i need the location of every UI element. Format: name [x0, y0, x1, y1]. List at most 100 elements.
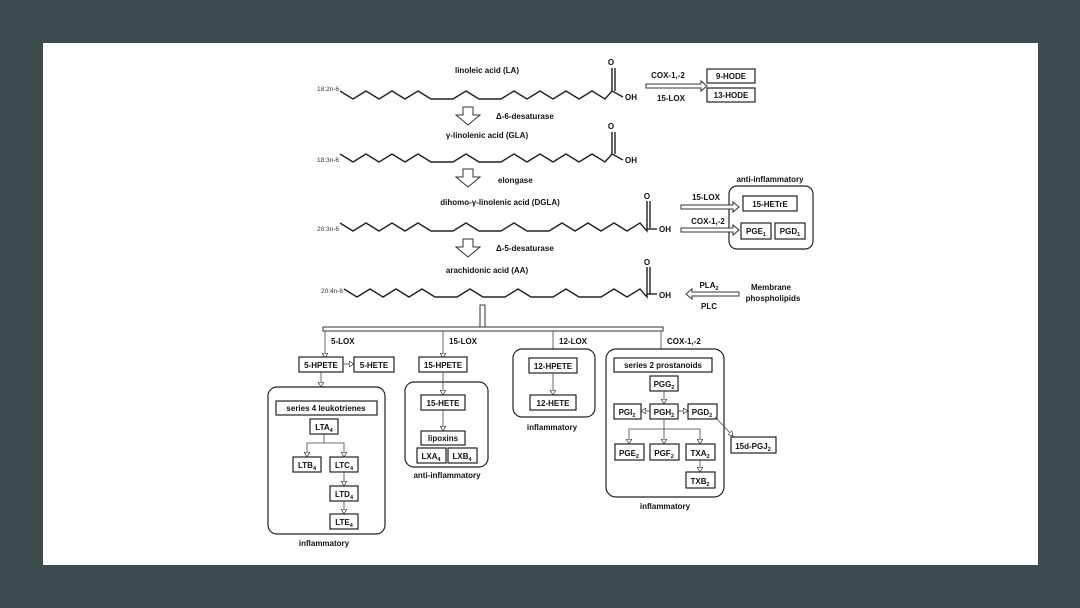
la-o: O: [608, 58, 614, 67]
box-pge2: [614, 443, 645, 461]
box-13-hode: [706, 87, 756, 103]
label-txb2: TXB2: [690, 477, 709, 488]
enzyme-5lox: 5-LOX: [331, 337, 355, 346]
cox-branch: series 2 prostanoids PGG2 PGH2 PGI2 PGD2…: [605, 348, 777, 511]
arrow-to-txa2: [664, 428, 700, 444]
la-enzyme-bottom: 15-LOX: [657, 94, 686, 103]
label-15-hete: 15-HETE: [427, 399, 461, 408]
dgla-products: anti-inflammatory 15-LOX COX-1,-2 15-HET…: [680, 175, 814, 250]
box-pge1: [740, 222, 772, 240]
label-pgf2: PGF2: [654, 449, 674, 460]
dgla-name: dihomo-γ-linolenic acid (DGLA): [440, 198, 560, 207]
membrane-arrow: [685, 287, 740, 301]
box-9-hode: [706, 68, 756, 84]
arrow-to-pge2: [629, 419, 665, 444]
la-product-arrow: [645, 79, 708, 93]
label-12-hete: 12-HETE: [537, 399, 571, 408]
box-12-hete: [529, 394, 577, 411]
label-12-hpete: 12-HPETE: [534, 362, 573, 371]
membrane-enzyme-bottom: PLC: [701, 302, 717, 311]
aa-down-stem: [479, 304, 486, 328]
aa-notation: 20:4n-6: [321, 288, 343, 295]
membrane-line1: Membrane: [751, 283, 792, 292]
enzyme-15lox: 15-LOX: [449, 337, 478, 346]
dgla-group-label: anti-inflammatory: [736, 175, 804, 184]
label-series2: series 2 prostanoids: [624, 361, 702, 370]
step-elongase: elongase: [454, 168, 533, 188]
label-pgg2: PGG2: [654, 380, 675, 391]
label-pgd1: PGD1: [780, 227, 800, 238]
box-series4: [275, 400, 378, 416]
box-pgf2: [649, 443, 680, 461]
la-oh-bond: [611, 90, 624, 98]
d5-arrow: [454, 238, 482, 258]
arrow-to-ltb4: [307, 434, 325, 457]
box-15-hetre: [742, 195, 798, 212]
label-txa2: TXA2: [690, 449, 709, 460]
box-pgi2: [613, 403, 642, 420]
la-oh: OH: [625, 93, 637, 102]
elongase-arrow: [454, 168, 482, 188]
label-lte4: LTE4: [335, 518, 354, 529]
lox15-branch: 15-HPETE 15-HETE lipoxins LXA4 LXB4 anti…: [404, 356, 489, 480]
label-5-hpete: 5-HPETE: [304, 361, 338, 370]
la-chain: [339, 68, 613, 100]
box-lipoxins: [420, 430, 466, 446]
box-txb2: [685, 471, 716, 489]
box-pgd1: [774, 222, 806, 240]
la-enzyme-top: COX-1,-2: [651, 71, 685, 80]
gla-row: γ-linolenic acid (GLA) 18:3n-6 O OH: [317, 122, 637, 165]
box-ltb4: [292, 456, 322, 473]
dgla-o: O: [644, 192, 650, 201]
elongase-label: elongase: [498, 176, 533, 185]
label-pge2: PGE2: [619, 449, 639, 460]
box-15d-pgj2: [730, 436, 777, 454]
box-txa2: [685, 443, 716, 461]
la-row: linoleic acid (LA) 18:2n-6 O OH: [317, 58, 637, 102]
label-pgh2: PGH2: [654, 408, 674, 419]
label-ltc4: LTC4: [335, 461, 354, 472]
membrane-source: PLA2 PLC Membrane phospholipids: [685, 281, 801, 311]
figure-panel: linoleic acid (LA) 18:2n-6 O OH COX-1,-2…: [43, 43, 1038, 565]
dgla-notation: 20:3n-6: [317, 226, 339, 233]
gla-oh-bond: [611, 153, 624, 161]
dgla-arrow-lox: [680, 200, 740, 214]
label-series4: series 4 leukotrienes: [286, 404, 366, 413]
lox12-branch: 12-HPETE 12-HETE inflammatory: [512, 348, 596, 432]
gla-name: γ-linolenic acid (GLA): [446, 131, 529, 140]
box-lxa4: [416, 447, 447, 464]
aa-oh: OH: [659, 291, 671, 300]
label-15-hetre: 15-HETrE: [752, 200, 788, 209]
box-pgd2: [687, 403, 718, 420]
d5-label: Δ-5-desaturase: [496, 244, 554, 253]
arrow-to-15d-pgj2: [714, 416, 733, 436]
branch-bar: [322, 326, 664, 332]
step-d6: Δ-6-desaturase: [454, 106, 554, 126]
box-lte4: [329, 513, 359, 530]
membrane-enzyme-top: PLA2: [699, 281, 718, 292]
box-5-hete: [353, 356, 395, 373]
branch-connector: 5-LOX 15-LOX 12-LOX COX-1,-2: [322, 304, 701, 358]
label-lta4: LTA4: [315, 423, 333, 434]
aa-o: O: [644, 258, 650, 267]
label-lxb4: LXB4: [452, 452, 472, 463]
label-13-hode: 13-HODE: [714, 91, 749, 100]
lox15-effect: anti-inflammatory: [413, 471, 481, 480]
box-lxb4: [447, 447, 478, 464]
arrow-to-ltc4: [324, 442, 344, 457]
la-name: linoleic acid (LA): [455, 66, 519, 75]
label-15d-pgj2: 15d-PGJ2: [735, 442, 771, 453]
gla-oh: OH: [625, 156, 637, 165]
label-15-hpete: 15-HPETE: [424, 361, 463, 370]
label-pgd2: PGD2: [692, 408, 712, 419]
box-series2: [613, 357, 713, 373]
dgla-enzyme-top: 15-LOX: [692, 193, 721, 202]
aa-name: arachidonic acid (AA): [446, 266, 529, 275]
la-products: COX-1,-2 15-LOX 9-HODE 13-HODE: [645, 68, 756, 103]
d6-arrow: [454, 106, 482, 126]
enzyme-12lox: 12-LOX: [559, 337, 588, 346]
label-lxa4: LXA4: [421, 452, 441, 463]
label-5-hete: 5-HETE: [360, 361, 389, 370]
lox5-effect: inflammatory: [299, 539, 350, 548]
membrane-line2: phospholipids: [746, 294, 801, 303]
